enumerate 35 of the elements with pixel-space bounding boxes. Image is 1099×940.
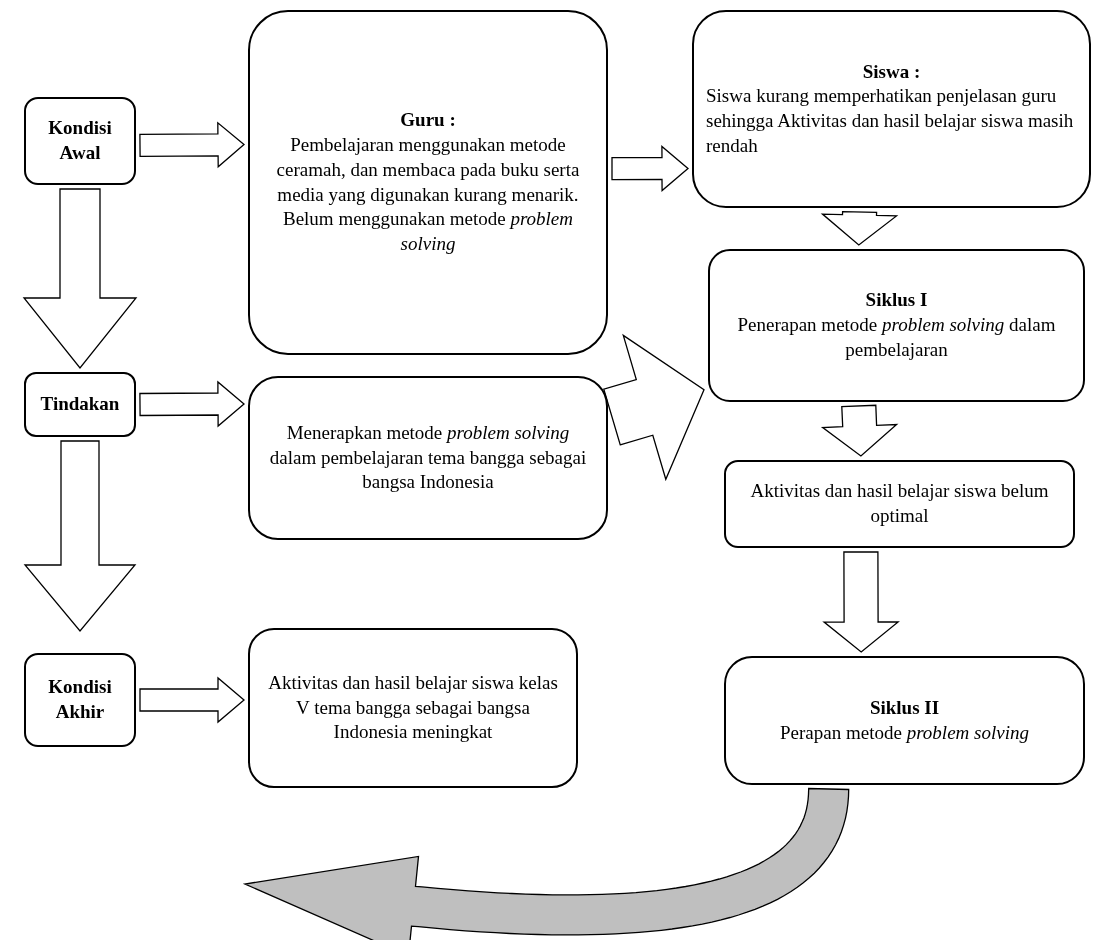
process-box (24, 653, 136, 747)
process-box (248, 10, 608, 355)
process-box (248, 628, 578, 788)
process-box (24, 97, 136, 185)
block-arrow (611, 145, 689, 192)
box-heading: Siklus I (864, 288, 929, 313)
block-arrow (820, 210, 899, 246)
box-text: Siswa kurang memperhatikan penjelasan guru sehingga Aktivitas dan hasil belajar siswa masih rendah (706, 84, 1075, 158)
process-box (692, 10, 1091, 208)
block-arrow (139, 121, 245, 169)
box-text: Pembelajaran menggunakan metode ceramah, dan membaca pada buku serta media yang digunakan kurang menarik. Belum menggunakan metode problem solving (275, 133, 581, 256)
process-box (708, 249, 1085, 402)
box-text: Kondisi Awal (47, 116, 113, 165)
box-text: Kondisi Akhir (47, 675, 113, 724)
block-arrow (139, 676, 245, 724)
box-heading: Siswa : (861, 59, 922, 84)
box-heading: Siklus II (868, 695, 941, 720)
box-text: Perapan metode problem solving (779, 720, 1030, 745)
box-text: Aktivitas dan hasil belajar siswa kelas V tema bangga sebagai bangsa Indonesia meningkat (267, 670, 559, 745)
box-text: Menerapkan metode problem solving dalam pembelajaran tema bangga sebagai bangsa Indonesia (268, 420, 588, 495)
box-text: Penerapan metode problem solving dalam pembelajaran (736, 313, 1057, 362)
process-box (248, 376, 608, 540)
block-arrow (139, 380, 245, 428)
block-arrow (22, 188, 138, 370)
process-box (724, 460, 1075, 548)
box-heading: Guru : (399, 108, 457, 133)
block-arrow (242, 787, 850, 940)
block-arrow (23, 440, 137, 632)
block-arrow (822, 551, 900, 653)
box-text: Tindakan (39, 392, 121, 417)
process-box (724, 656, 1085, 785)
block-arrow (603, 333, 705, 482)
block-arrow (820, 404, 899, 457)
box-text: Aktivitas dan hasil belajar siswa belum optimal (749, 479, 1050, 528)
process-box (24, 372, 136, 437)
